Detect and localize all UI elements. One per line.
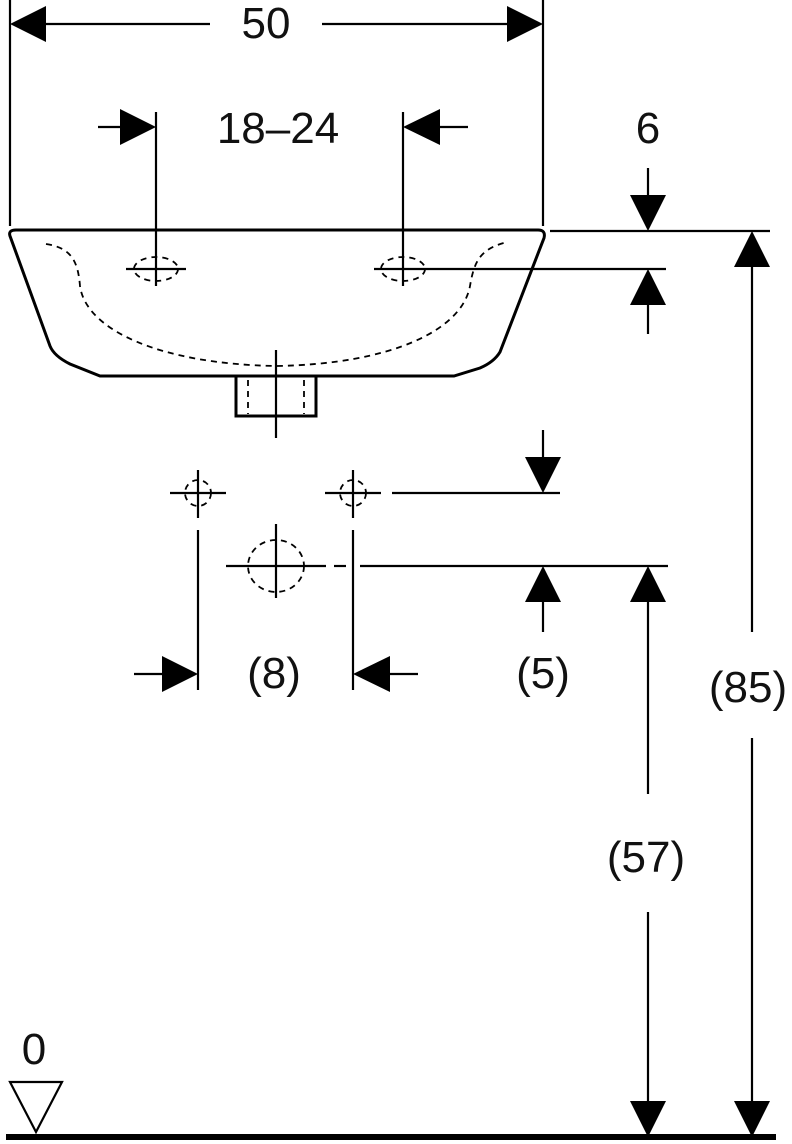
supply-point-left: [170, 470, 226, 518]
tap-hole-spacing-label: 18–24: [217, 104, 339, 153]
supply-to-waste-dimension: (5): [516, 430, 570, 698]
tap-hole-left: [126, 112, 186, 286]
supply-point-right: [325, 470, 560, 518]
waste-height-dimension: (57): [607, 566, 685, 1137]
supply-spacing-label: (8): [247, 649, 301, 698]
tap-hole-right: [374, 112, 436, 286]
waste-point: [226, 524, 668, 598]
rim-to-tap-hole-dimension: 6: [436, 104, 770, 334]
basin-outline: [8, 228, 546, 438]
overall-width-dimension: 50: [8, 0, 545, 226]
floor-level-marker: 0: [6, 1025, 776, 1140]
supply-spacing-dimension: (8): [134, 530, 418, 698]
rim-height-label: (85): [709, 663, 787, 712]
tap-hole-spacing-dimension: 18–24: [98, 104, 468, 153]
waste-height-label: (57): [607, 833, 685, 882]
overall-width-label: 50: [242, 0, 291, 48]
rim-height-dimension: (85): [709, 231, 787, 1137]
rim-to-tap-hole-label: 6: [636, 104, 660, 153]
floor-level-label: 0: [22, 1025, 46, 1074]
supply-to-waste-label: (5): [516, 649, 570, 698]
